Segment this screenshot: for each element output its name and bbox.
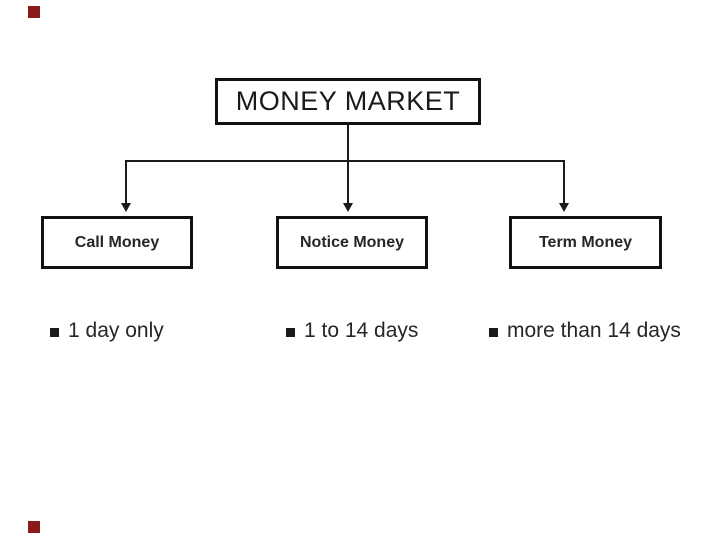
connector-stem [347,125,349,161]
bullet-item-call-money: 1 day only [50,316,164,346]
bullet-text: 1 to 14 days [304,319,419,342]
arrow-down-icon [343,203,353,212]
bullet-item-term-money: more than 14 days [489,316,681,346]
branch-label: Term Money [538,233,633,251]
connector-drop-call-money [125,160,127,204]
branch-label: Call Money [74,233,160,251]
bullet-text: 1 day only [68,319,164,342]
square-bullet-icon [50,327,59,337]
connector-drop-term-money [563,160,565,204]
bullet-text: more than 14 days [507,319,681,342]
corner-accent-square-bottom [28,521,40,533]
branch-label: Notice Money [299,233,404,251]
branch-node-call-money: Call Money [41,216,193,269]
bullet-item-notice-money: 1 to 14 days [286,316,418,346]
connector-drop-notice-money [347,160,349,204]
money-market-root-node: MONEY MARKET [215,78,481,125]
connector-horizontal-bar [125,160,565,162]
square-bullet-icon [489,327,498,337]
arrow-down-icon [559,203,569,212]
corner-accent-square-top [28,6,40,18]
square-bullet-icon [286,327,295,337]
branch-node-notice-money: Notice Money [276,216,428,269]
page-title: MONEY MARKET [235,86,461,116]
branch-node-term-money: Term Money [509,216,662,269]
arrow-down-icon [121,203,131,212]
